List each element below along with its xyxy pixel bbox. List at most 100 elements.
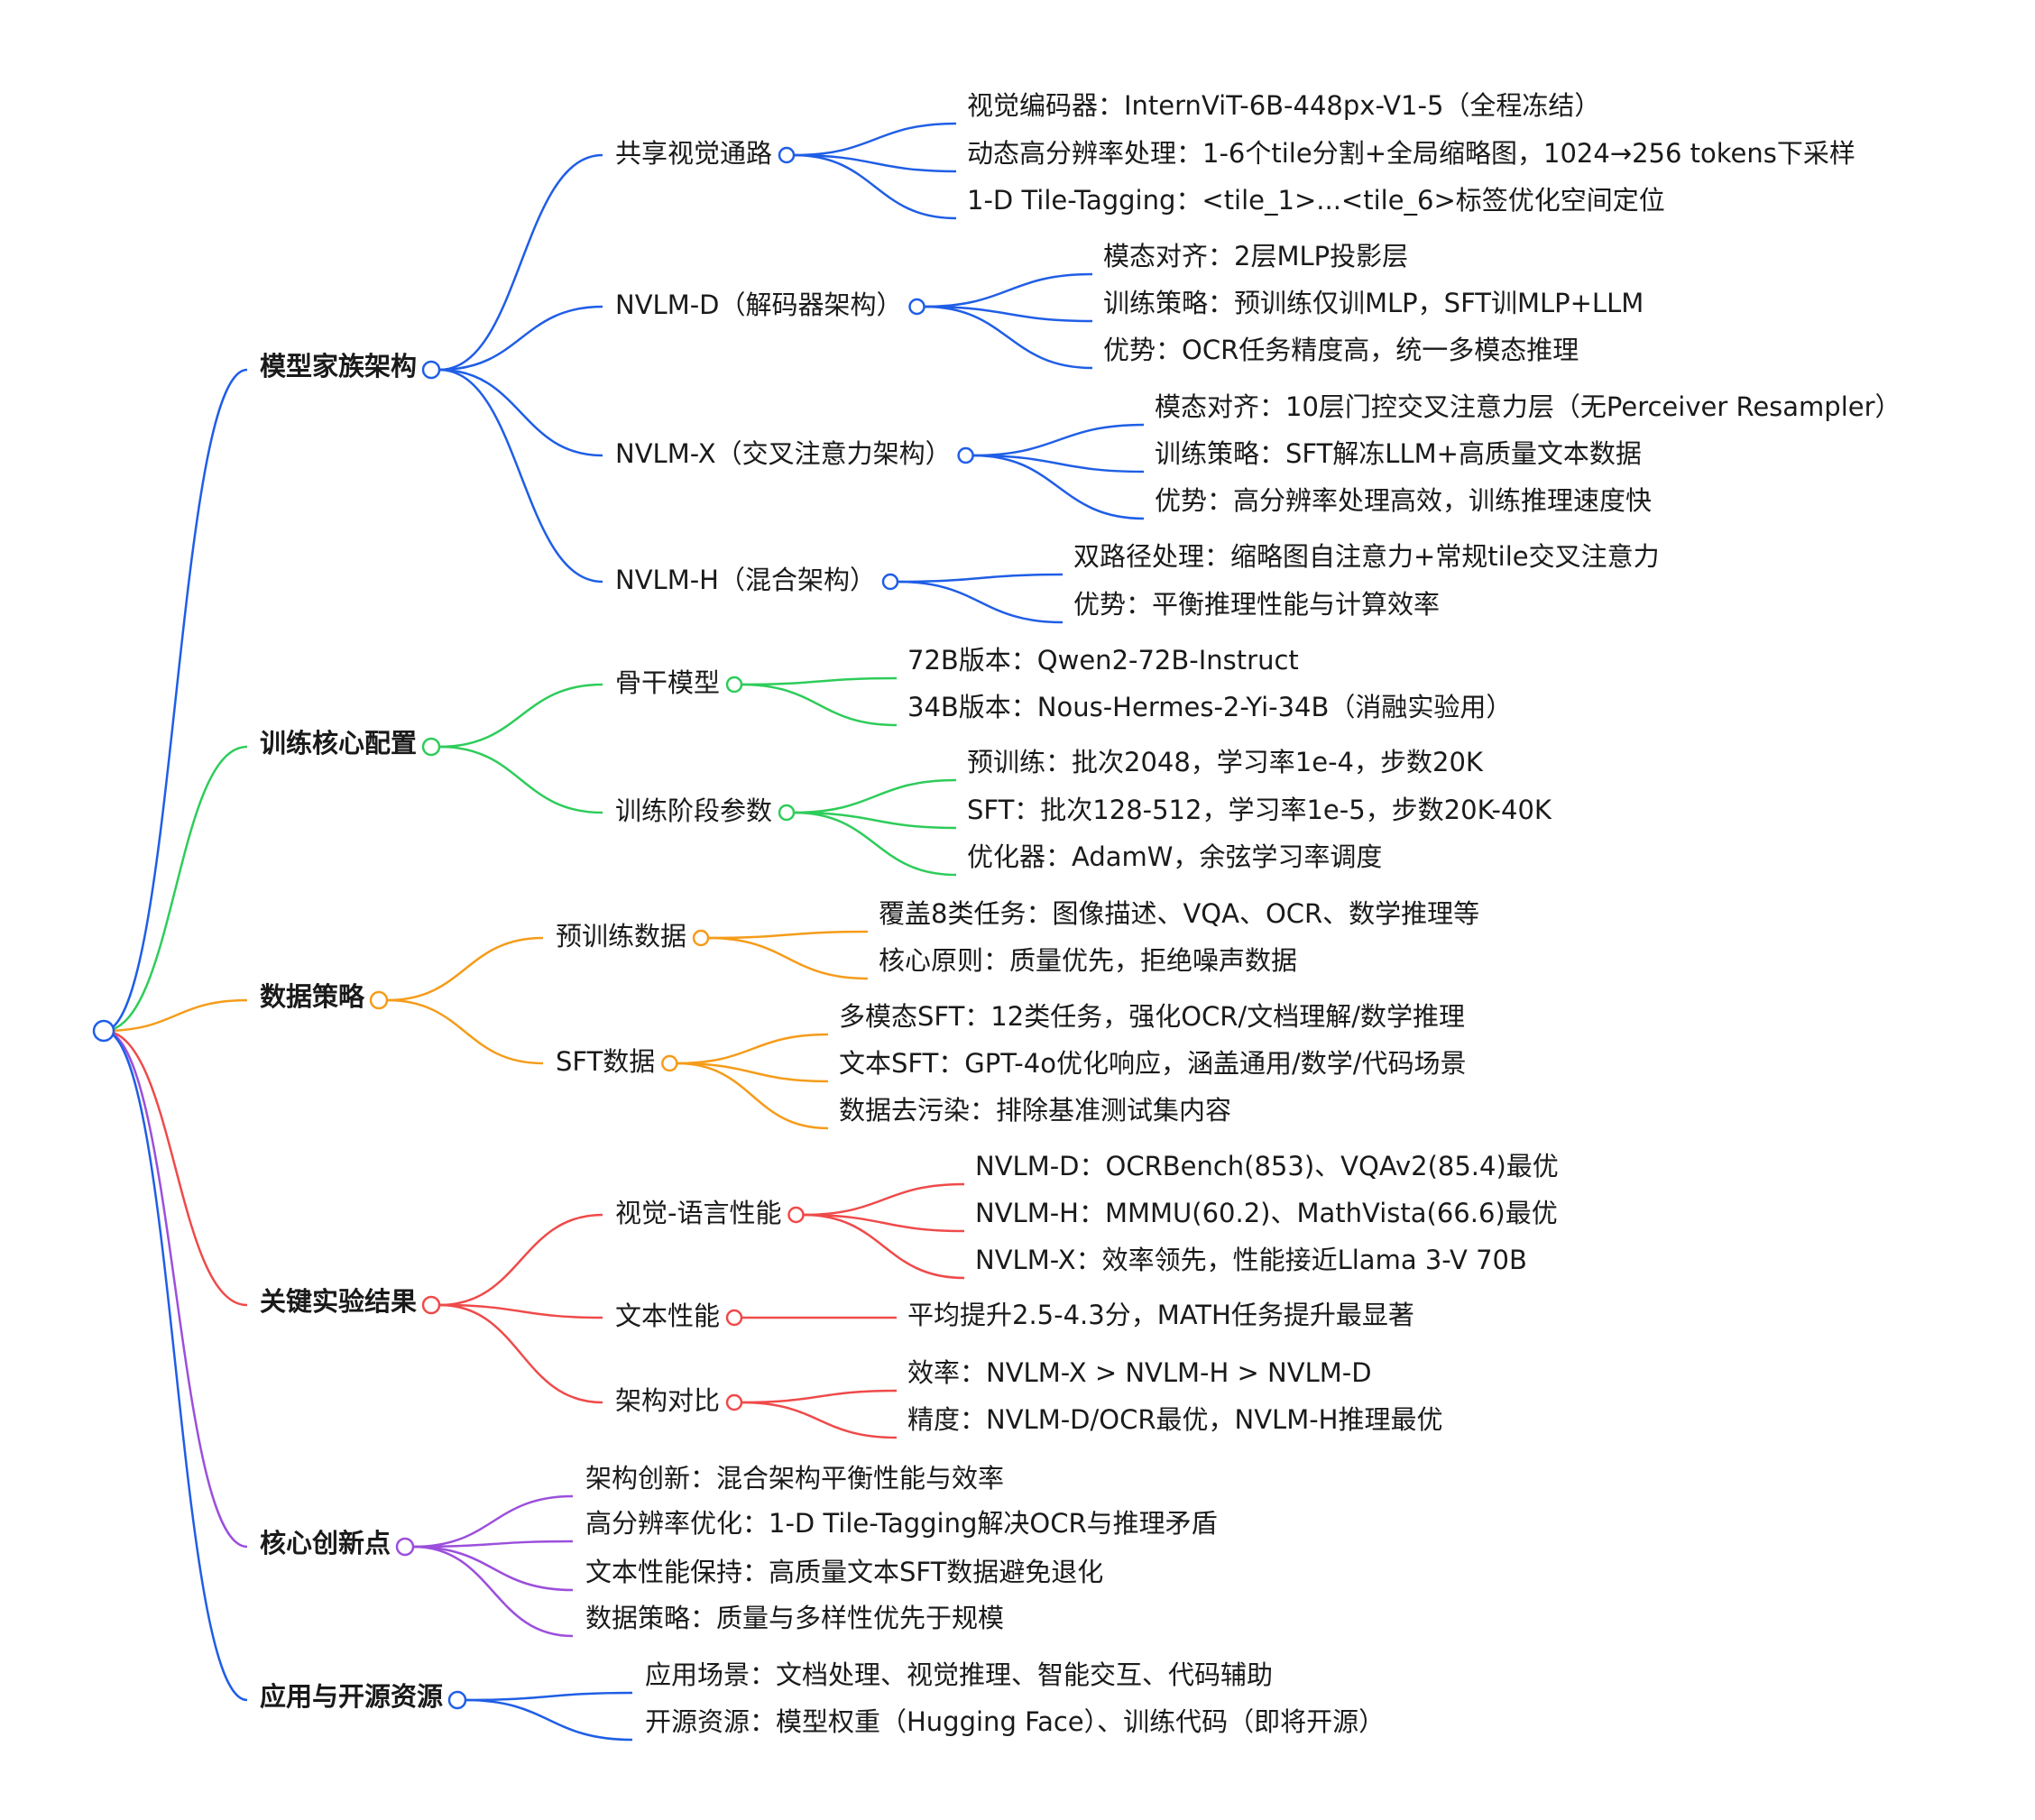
sub-edge bbox=[439, 1303, 603, 1319]
leaf-node-label: 覆盖8类任务：图像描述、VQA、OCR、数学推理等 bbox=[879, 898, 1479, 929]
leaf-node-label: SFT：批次128-512，学习率1e-5，步数20K-40K bbox=[967, 795, 1552, 825]
leaf-node-label: 72B版本：Qwen2-72B-Instruct bbox=[907, 645, 1299, 676]
leaf-edge bbox=[794, 122, 957, 157]
leaf-edge bbox=[924, 272, 1093, 308]
sub-node[interactable] bbox=[725, 1309, 743, 1327]
sub-edge bbox=[439, 368, 603, 457]
leaf-node-label: 34B版本：Nous-Hermes-2-Yi-34B（消融实验用） bbox=[907, 692, 1512, 722]
leaf-node-label: 1-D Tile-Tagging：<tile_1>...<tile_6>标签优化… bbox=[967, 185, 1665, 216]
leaf-edge bbox=[924, 305, 1093, 323]
sub-node-label: NVLM-X（交叉注意力架构） bbox=[615, 438, 952, 469]
leaf-node-label: 模态对齐：2层MLP投影层 bbox=[1103, 241, 1408, 271]
leaf-node-label: NVLM-D：OCRBench(853)、VQAv2(85.4)最优 bbox=[975, 1151, 1559, 1181]
leaf-node-label: 训练策略：SFT解冻LLM+高质量文本数据 bbox=[1155, 438, 1642, 469]
leaf-node-label: 优势：OCR任务精度高，统一多模态推理 bbox=[1103, 335, 1579, 365]
leaf-node-label: 预训练：批次2048，学习率1e-4，步数20K bbox=[967, 747, 1484, 777]
leaf-edge bbox=[972, 423, 1145, 457]
leaf-node-label: 核心原则：质量优先，拒绝噪声数据 bbox=[879, 945, 1297, 976]
branch-edge-2 bbox=[103, 745, 248, 1033]
sub-node-label: SFT数据 bbox=[556, 1046, 655, 1077]
branch-label: 应用与开源资源 bbox=[260, 1681, 443, 1712]
mindmap-nodes: 模型家族架构 共享视觉通路 视觉编码器：InternViT-6B-448px-V1-… bbox=[92, 90, 1901, 1737]
sub-node-label: NVLM-D（解码器架构） bbox=[615, 290, 903, 320]
sub-node[interactable] bbox=[725, 676, 743, 694]
leaf-node-label: 优化器：AdamW，余弦学习率调度 bbox=[967, 841, 1382, 872]
sub-edge bbox=[465, 1691, 633, 1702]
leaf-node-label: 多模态SFT：12类任务，强化OCR/文档理解/数学推理 bbox=[839, 1001, 1465, 1032]
leaf-edge bbox=[794, 778, 957, 814]
sub-node-label: 开源资源：模型权重（Hugging Face）、训练代码（即将开源） bbox=[645, 1706, 1385, 1737]
sub-edge bbox=[439, 683, 603, 749]
sub-edge bbox=[439, 1303, 603, 1404]
sub-edge bbox=[413, 1540, 574, 1549]
root-node[interactable] bbox=[92, 1019, 115, 1043]
sub-edge bbox=[387, 936, 544, 1002]
branch-edge-6 bbox=[103, 1029, 248, 1702]
branch-node-1[interactable] bbox=[421, 360, 441, 380]
leaf-edge bbox=[794, 153, 957, 220]
sub-node-label: 文本性能 bbox=[615, 1301, 720, 1331]
branch-edge-5 bbox=[103, 1029, 248, 1549]
sub-node-label: 视觉-语言性能 bbox=[615, 1198, 781, 1228]
branch-label: 关键实验结果 bbox=[260, 1286, 417, 1317]
sub-node-label: 高分辨率优化：1-D Tile-Tagging解决OCR与推理矛盾 bbox=[585, 1508, 1218, 1539]
leaf-node-label: 模态对齐：10层门控交叉注意力层（无Perceiver Resampler） bbox=[1155, 391, 1901, 422]
sub-node[interactable] bbox=[778, 146, 796, 164]
sub-node-label: 训练阶段参数 bbox=[615, 795, 772, 826]
leaf-edge bbox=[794, 153, 957, 173]
sub-node[interactable] bbox=[778, 804, 796, 822]
leaf-node-label: 平均提升2.5-4.3分，MATH任务提升最显著 bbox=[907, 1300, 1414, 1330]
sub-node[interactable] bbox=[692, 929, 710, 947]
leaf-node-label: 视觉编码器：InternViT-6B-448px-V1-5（全程冻结） bbox=[967, 90, 1600, 121]
leaf-node-label: NVLM-H：MMMU(60.2)、MathVista(66.6)最优 bbox=[975, 1198, 1558, 1228]
branch-node-4[interactable] bbox=[421, 1295, 441, 1315]
sub-node[interactable] bbox=[725, 1393, 743, 1411]
sub-edge bbox=[439, 153, 603, 372]
leaf-edge bbox=[897, 573, 1064, 584]
sub-node[interactable] bbox=[957, 446, 974, 464]
leaf-edge bbox=[803, 1213, 965, 1280]
mindmap-edges bbox=[103, 122, 1145, 1742]
sub-edge bbox=[439, 1213, 603, 1307]
branch-node-2[interactable] bbox=[421, 737, 441, 757]
branch-edge-3 bbox=[103, 998, 248, 1033]
leaf-edge bbox=[677, 1062, 829, 1130]
leaf-node-label: 数据去污染：排除基准测试集内容 bbox=[839, 1095, 1231, 1126]
branch-node-3[interactable] bbox=[369, 990, 389, 1010]
leaf-edge bbox=[803, 1182, 965, 1217]
leaf-edge bbox=[741, 683, 898, 727]
leaf-edge bbox=[741, 676, 898, 686]
leaf-edge bbox=[741, 1389, 898, 1404]
sub-node-label: 数据策略：质量与多样性优先于规模 bbox=[585, 1603, 1004, 1633]
sub-node[interactable] bbox=[908, 298, 925, 316]
leaf-node-label: 效率：NVLM-X > NVLM-H > NVLM-D bbox=[907, 1357, 1372, 1388]
sub-node-label: 应用场景：文档处理、视觉推理、智能交互、代码辅助 bbox=[645, 1659, 1273, 1690]
sub-edge bbox=[439, 745, 603, 814]
branch-label: 核心创新点 bbox=[260, 1528, 391, 1558]
sub-node-label: 预训练数据 bbox=[556, 921, 686, 951]
branch-node-6[interactable] bbox=[447, 1690, 467, 1710]
leaf-node-label: 优势：高分辨率处理高效，训练推理速度快 bbox=[1155, 485, 1652, 516]
branch-node-5[interactable] bbox=[395, 1537, 415, 1557]
leaf-node-label: NVLM-X：效率领先，性能接近Llama 3-V 70B bbox=[975, 1245, 1527, 1275]
leaf-node-label: 动态高分辨率处理：1-6个tile分割+全局缩略图，1024→256 token… bbox=[967, 138, 1855, 169]
sub-node-label: 共享视觉通路 bbox=[615, 138, 772, 169]
leaf-edge bbox=[972, 454, 1145, 520]
leaf-edge bbox=[741, 1401, 898, 1439]
leaf-edge bbox=[708, 936, 869, 980]
sub-node-label: 文本性能保持：高质量文本SFT数据避免退化 bbox=[585, 1557, 1103, 1587]
sub-node[interactable] bbox=[881, 573, 899, 591]
sub-node-label: NVLM-H（混合架构） bbox=[615, 565, 876, 595]
branch-label: 模型家族架构 bbox=[260, 351, 417, 381]
sub-node-label: 骨干模型 bbox=[615, 667, 720, 698]
sub-edge bbox=[413, 1545, 574, 1592]
branch-edge-4 bbox=[103, 1029, 248, 1307]
sub-edge bbox=[439, 305, 603, 372]
sub-node[interactable] bbox=[787, 1206, 805, 1224]
sub-node[interactable] bbox=[661, 1054, 678, 1072]
sub-edge bbox=[465, 1698, 633, 1742]
leaf-edge bbox=[972, 454, 1145, 473]
leaf-edge bbox=[794, 811, 957, 830]
leaf-node-label: 训练策略：预训练仅训MLP，SFT训MLP+LLM bbox=[1103, 288, 1644, 318]
leaf-edge bbox=[794, 811, 957, 877]
